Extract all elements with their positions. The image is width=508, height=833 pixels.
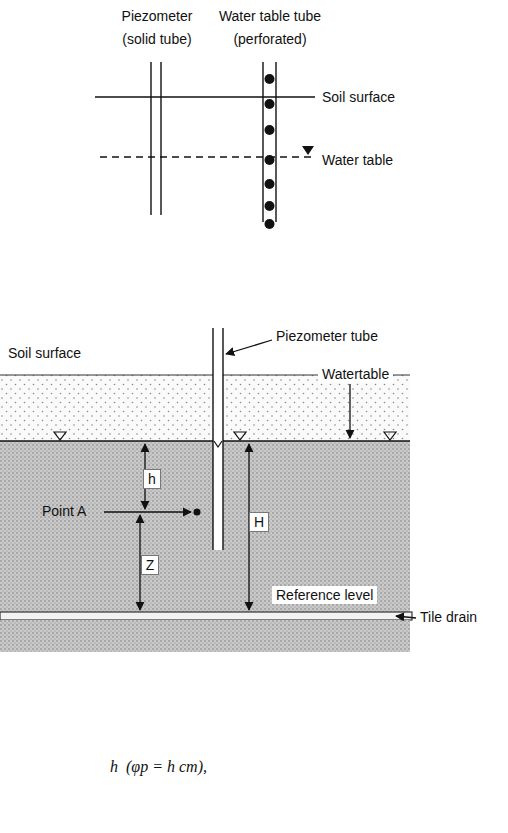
piezometer-wall bbox=[222, 328, 223, 550]
saturated-soil bbox=[0, 441, 410, 612]
perforated-tube-wall bbox=[262, 62, 263, 222]
soil-surface-line bbox=[95, 96, 315, 97]
piezometer-wall bbox=[212, 328, 213, 550]
piezometer-wall bbox=[150, 62, 151, 215]
point-a-dot bbox=[194, 509, 201, 516]
dimension-label: h bbox=[143, 469, 161, 489]
water-table-symbol bbox=[302, 146, 314, 155]
formula-text: h (φp = h cm), bbox=[110, 758, 207, 776]
drain-label: Tile drain bbox=[420, 609, 477, 625]
dimension-arrows bbox=[104, 340, 416, 618]
piezometer-leader bbox=[226, 340, 272, 354]
watertable-leader bbox=[349, 384, 350, 438]
top-diagram bbox=[95, 62, 315, 229]
water-table-label: Water table bbox=[322, 152, 393, 168]
piezometer-bore bbox=[213, 328, 223, 550]
tile-drain bbox=[0, 612, 412, 620]
perforations bbox=[265, 74, 275, 229]
surface-label: Soil surface bbox=[322, 89, 395, 105]
piezometer-label: Piezometer tube bbox=[276, 328, 378, 344]
surface-label: Soil surface bbox=[8, 345, 81, 361]
point-a-leader bbox=[104, 511, 191, 512]
point-label: Point A bbox=[42, 503, 86, 519]
tube-label: (perforated) bbox=[233, 31, 306, 47]
tube-label: Piezometer bbox=[122, 8, 193, 24]
unsaturated-soil bbox=[0, 375, 410, 441]
water-table-line bbox=[100, 156, 315, 157]
reference-label: Reference level bbox=[272, 586, 377, 604]
piezometer-wall bbox=[160, 62, 161, 215]
dimension-label: H bbox=[249, 512, 269, 532]
perforated-tube-wall bbox=[275, 62, 276, 222]
subsoil bbox=[0, 620, 410, 652]
water-table-label: Watertable bbox=[318, 365, 393, 383]
bottom-diagram bbox=[0, 328, 416, 652]
tile-drain-leader bbox=[396, 616, 416, 618]
tube-label: Water table tube bbox=[219, 8, 321, 24]
dimension-label: Z bbox=[141, 555, 160, 575]
water-table-line bbox=[0, 440, 410, 441]
water-table-symbols bbox=[54, 432, 396, 440]
tube-label: (solid tube) bbox=[122, 31, 191, 47]
water-level-in-tube bbox=[214, 441, 222, 447]
